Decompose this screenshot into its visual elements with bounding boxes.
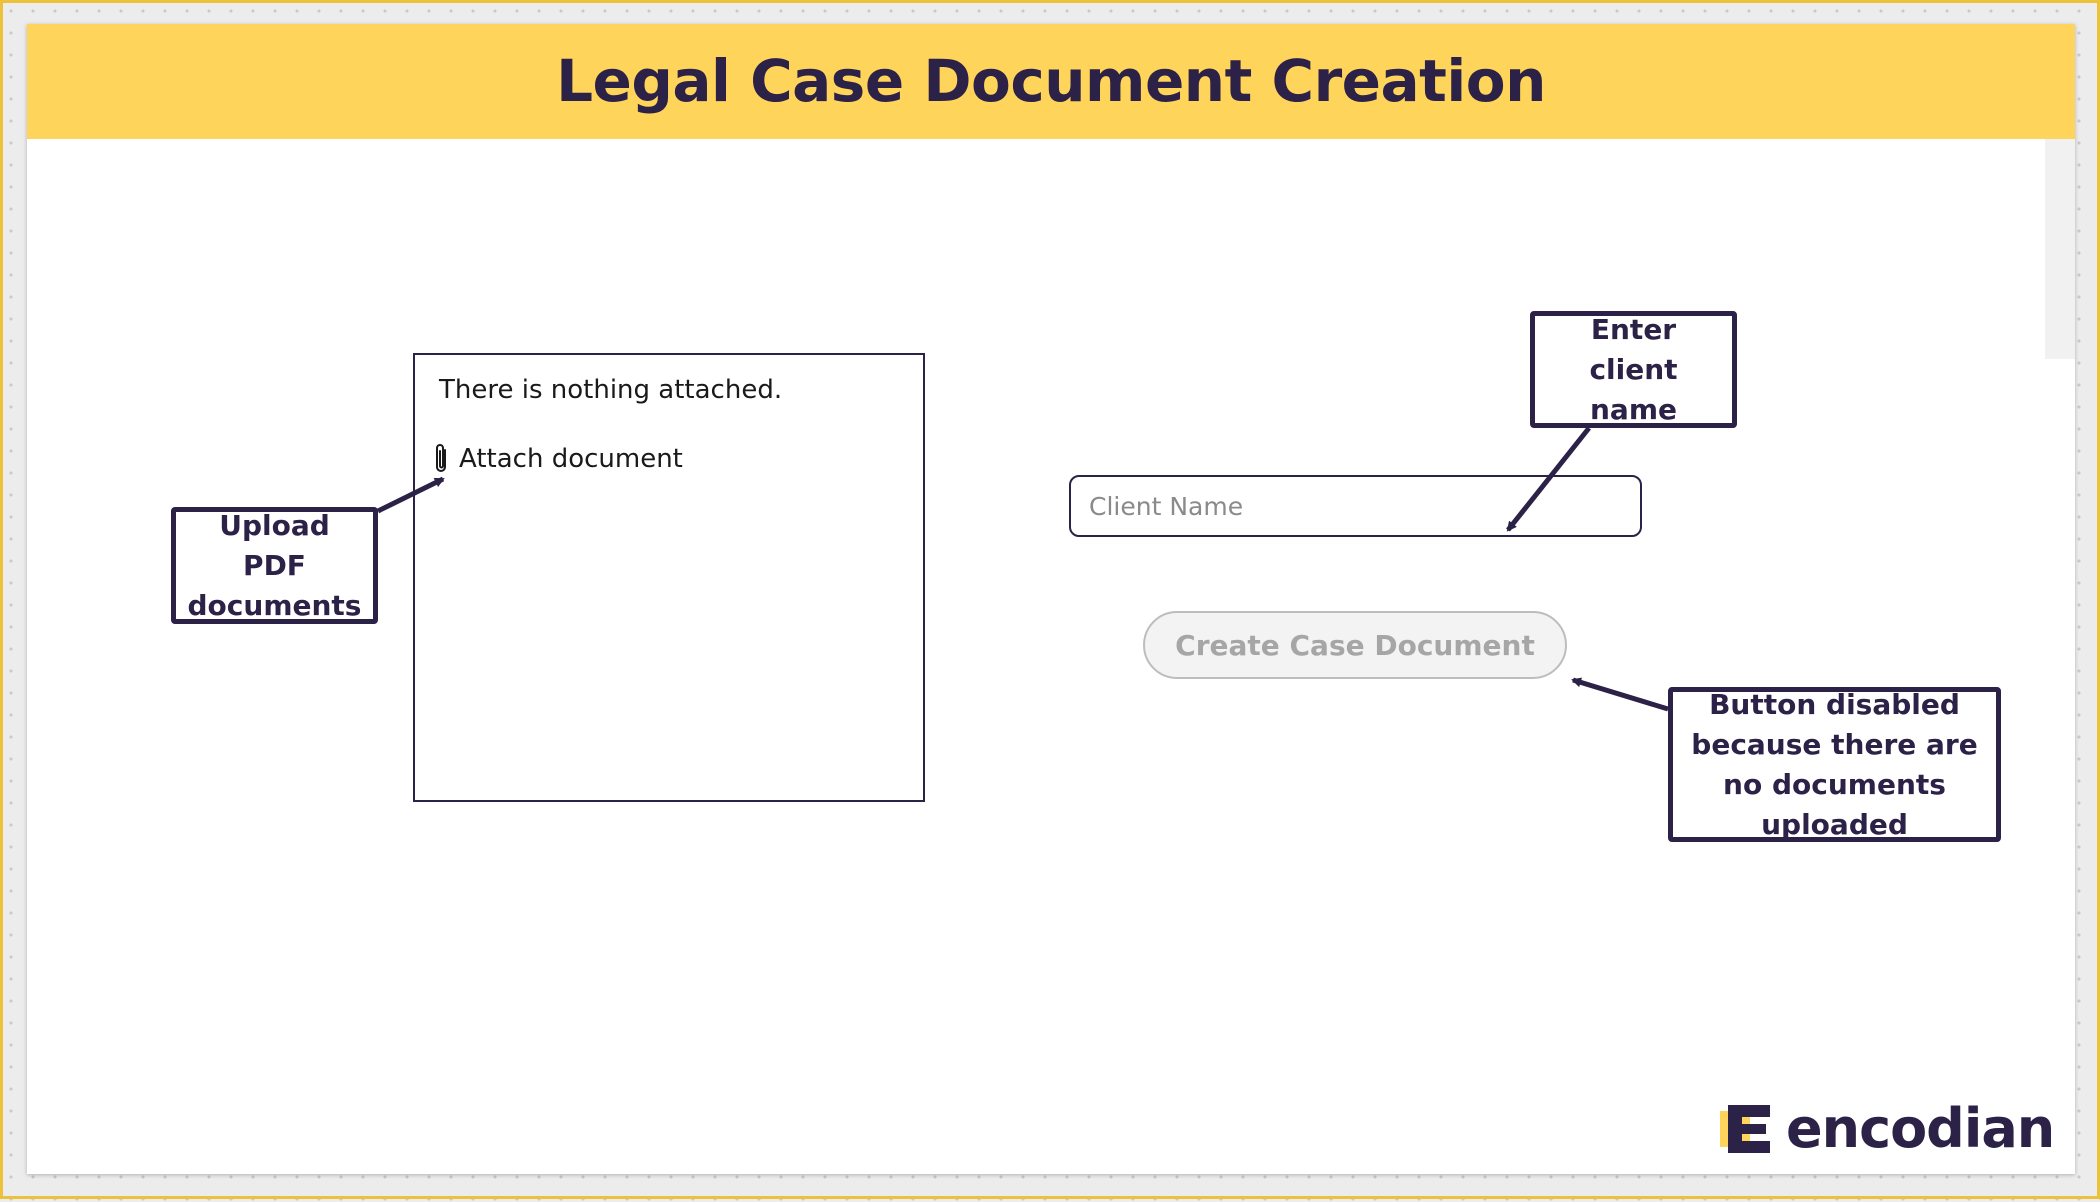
callout-enter-client-name: Enter client name — [1530, 311, 1737, 428]
attach-document-link[interactable]: Attach document — [431, 441, 683, 477]
header-bar — [27, 24, 2075, 139]
client-name-input[interactable] — [1069, 475, 1642, 537]
encodian-wordmark: encodian — [1786, 1097, 2055, 1160]
encodian-logo: encodian — [1720, 1097, 2055, 1160]
attachments-empty-message: There is nothing attached. — [439, 375, 783, 405]
callout-upload-pdf: Upload PDF documents — [171, 507, 378, 624]
create-case-document-button[interactable]: Create Case Document — [1143, 611, 1567, 679]
attach-document-label: Attach document — [459, 444, 683, 474]
paperclip-icon — [436, 444, 446, 472]
scrollbar-track[interactable] — [2045, 139, 2075, 359]
page-title: Legal Case Document Creation — [556, 47, 1546, 115]
attachments-control[interactable]: There is nothing attached. Attach docume… — [413, 353, 925, 802]
encodian-e-logo-icon — [1720, 1105, 1770, 1153]
callout-button-disabled: Button disabled because there are no doc… — [1668, 687, 2001, 842]
